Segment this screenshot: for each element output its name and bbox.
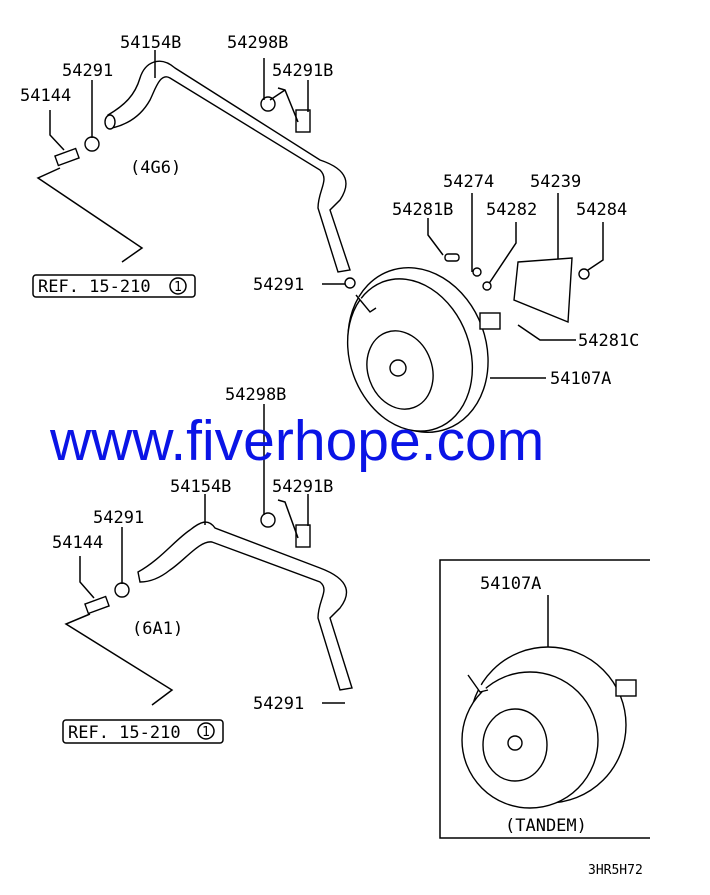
lower-hose: [84, 512, 353, 691]
label-upper-clip-a: 54291: [62, 61, 113, 81]
tandem-caption: (TANDEM): [505, 816, 587, 836]
upper-ref-text: REF. 15-210: [38, 277, 151, 297]
lower-ref-text: REF. 15-210: [68, 723, 181, 743]
label-upper-hose: 54154B: [120, 33, 181, 53]
label-washer: 54282: [486, 200, 537, 220]
lower-ref-number: 1: [202, 725, 210, 740]
upper-check-valve: [54, 96, 311, 167]
figure-code: 3HR5H72: [588, 863, 643, 878]
label-upper-check-valve: 54144: [20, 86, 71, 106]
tandem-booster: [461, 595, 637, 809]
watermark: www.fiverhope.com: [49, 409, 544, 473]
label-upper-clamp-b: 54298B: [227, 33, 288, 53]
label-pin-c: 54281C: [578, 331, 639, 351]
label-lower-check-valve: 54144: [52, 533, 103, 553]
label-seal: 54274: [443, 172, 494, 192]
label-lower-clip-lower: 54291: [253, 694, 304, 714]
label-lower-clamp-b: 54298B: [225, 385, 286, 405]
label-pin-b: 54281B: [392, 200, 453, 220]
label-tandem-booster: 54107A: [480, 574, 541, 594]
label-lower-engine: (6A1): [132, 619, 183, 639]
label-upper-booster: 54107A: [550, 369, 611, 389]
label-upper-engine: (4G6): [130, 158, 181, 178]
label-gasket: 54239: [530, 172, 581, 192]
label-upper-clip-b: 54291B: [272, 61, 333, 81]
label-lower-clip-b: 54291B: [272, 477, 333, 497]
upper-ref-box: [32, 274, 196, 298]
label-lower-hose: 54154B: [170, 477, 231, 497]
leader-lines-upper: [36, 50, 604, 379]
tandem-frame: [439, 559, 650, 839]
label-lower-clip-a: 54291: [93, 508, 144, 528]
upper-ref-number: 1: [174, 280, 182, 295]
leader-lines-lower: [64, 404, 345, 706]
label-upper-clip-lower: 54291: [253, 275, 304, 295]
lower-ref-box: [62, 719, 224, 744]
upper-booster: [344, 253, 590, 433]
upper-hose: [104, 60, 351, 273]
label-nut: 54284: [576, 200, 627, 220]
